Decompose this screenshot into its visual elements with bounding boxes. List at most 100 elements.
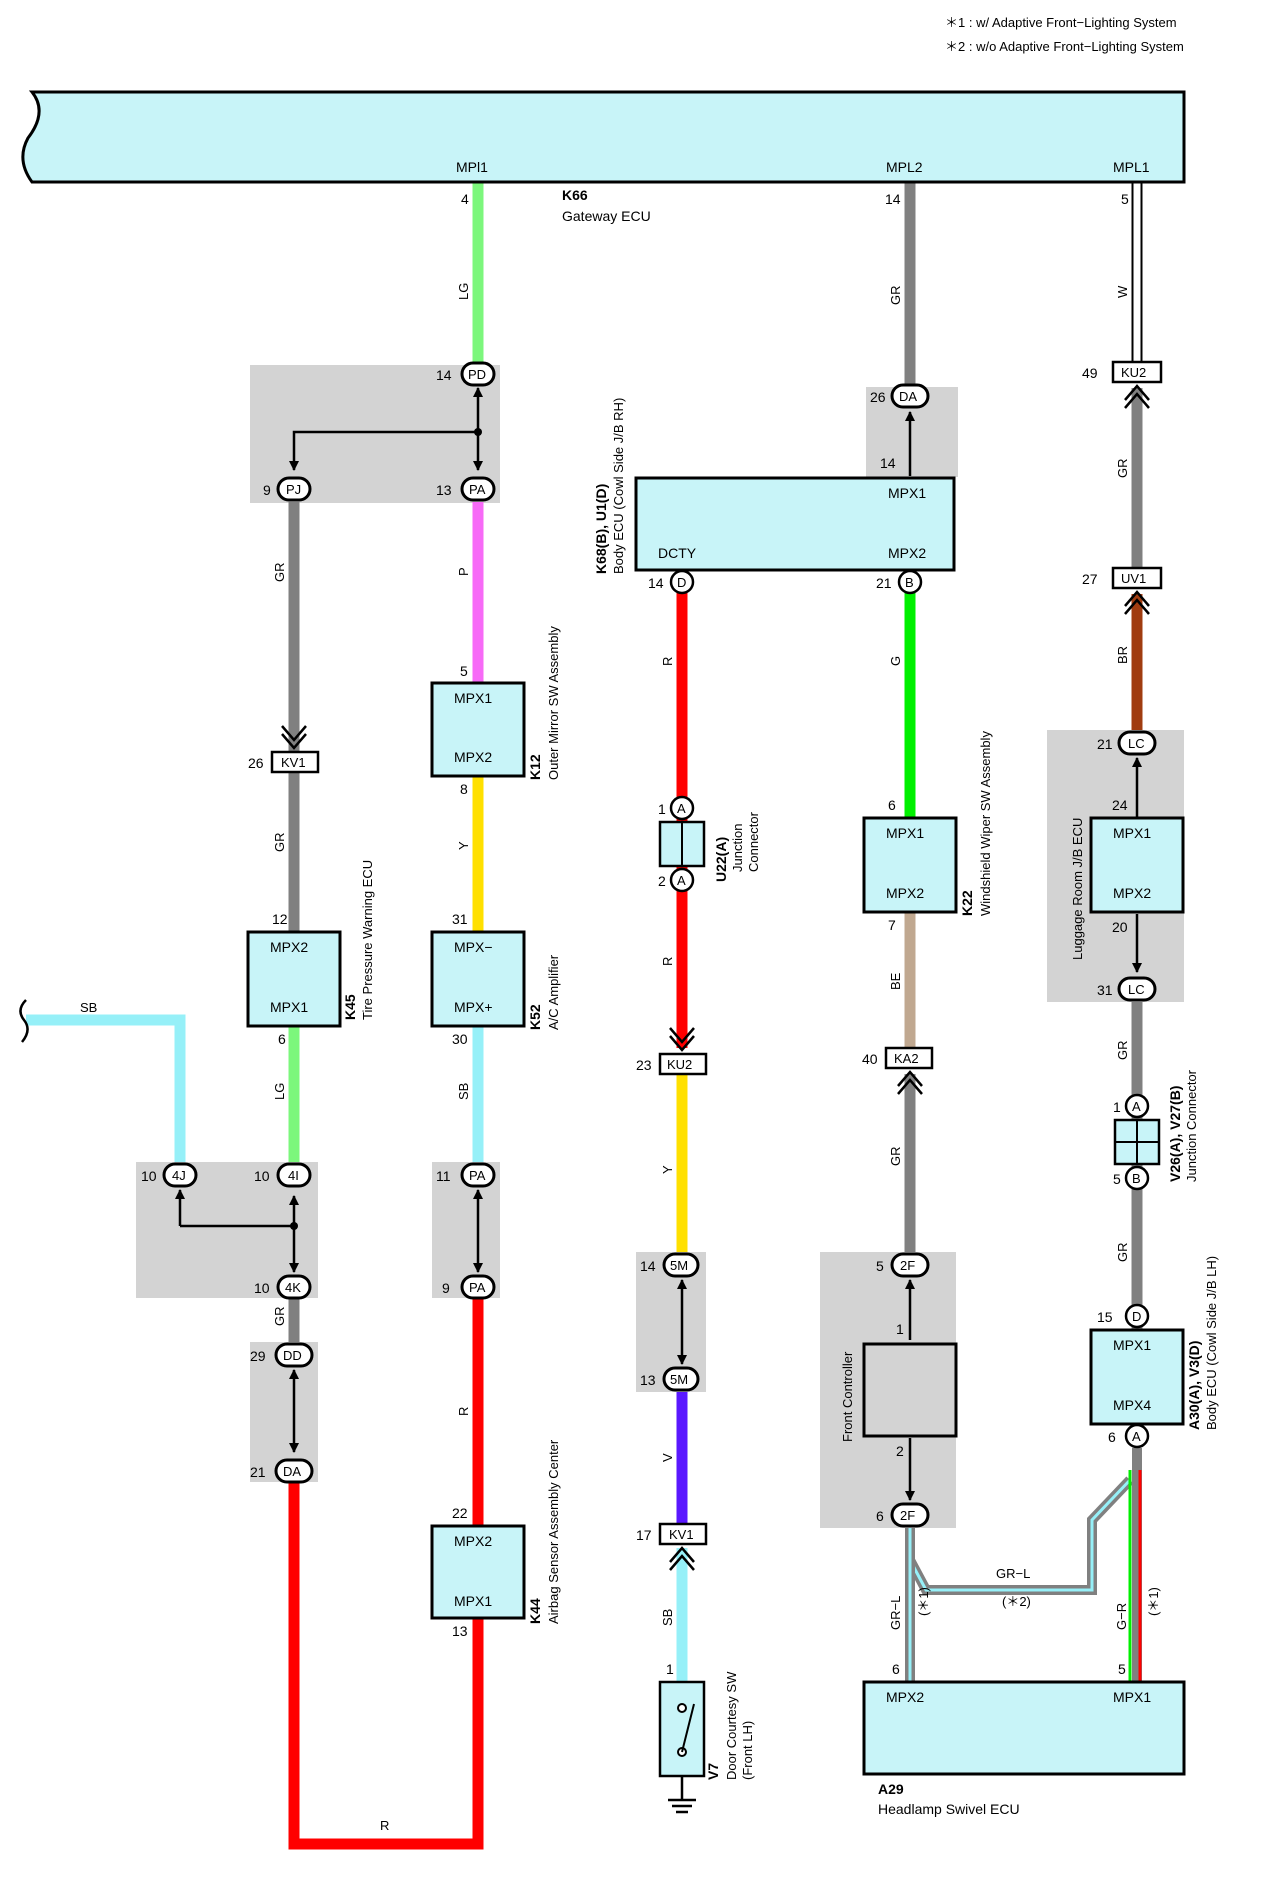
wire-label: LG — [456, 283, 471, 300]
connector-label: DD — [283, 1348, 302, 1363]
connector-4i — [276, 1162, 312, 1188]
k45-name: Tire Pressure Warning ECU — [360, 860, 375, 1020]
body-rh-terminal-mpx1: MPX1 — [888, 485, 926, 501]
connector-label: PA — [469, 1280, 486, 1295]
v7-name-1: Door Courtesy SW — [724, 1671, 739, 1780]
wire-label: SB — [80, 1000, 97, 1015]
connector-5m — [662, 1252, 700, 1278]
wire-label: G — [888, 656, 903, 666]
a29-code: A29 — [878, 1781, 904, 1797]
pin: 17 — [636, 1527, 652, 1543]
pin: 5 — [876, 1258, 884, 1274]
wire-label: GR — [272, 1307, 287, 1327]
pin: 10 — [254, 1280, 270, 1296]
connector-arrow — [897, 1070, 923, 1095]
connector-kv1 — [658, 1522, 708, 1546]
connector-kv1 — [270, 750, 320, 774]
pin: 20 — [1112, 919, 1128, 935]
terminal-label: A — [1132, 1099, 1141, 1114]
connector-label: PA — [469, 482, 486, 497]
k44-name: Airbag Sensor Assembly Center — [546, 1439, 561, 1624]
splice-dot — [290, 1222, 298, 1230]
front-controller-box — [862, 1342, 958, 1438]
v26-code: V26(A), V27(B) — [1167, 1086, 1183, 1182]
pin: 31 — [1097, 982, 1113, 998]
pin: 27 — [1082, 571, 1098, 587]
a29-terminal-b: MPX1 — [1113, 1689, 1151, 1705]
wire-label: V — [660, 1453, 675, 1462]
wire-label: SB — [456, 1083, 471, 1100]
connector-arrow — [281, 725, 307, 750]
terminal-a — [669, 795, 695, 821]
wire-label: GR — [1115, 459, 1130, 479]
v26-name: Junction Connector — [1184, 1069, 1199, 1182]
v7-code: V7 — [705, 1763, 721, 1780]
body-rh-terminal-dcty: DCTY — [658, 545, 697, 561]
pin: 6 — [876, 1508, 884, 1524]
wire-label: (＊1) — [1146, 1587, 1161, 1616]
pin: 14 — [880, 455, 896, 471]
pin: 24 — [1112, 797, 1128, 813]
pin: 5 — [460, 663, 468, 679]
pin: 11 — [436, 1168, 451, 1184]
wire-label: LG — [272, 1083, 287, 1100]
terminal-d — [1124, 1303, 1150, 1329]
connector-arrow — [669, 1546, 695, 1571]
k52-name: A/C Amplifier — [546, 954, 561, 1030]
body-lh-terminal-b: MPX4 — [1113, 1397, 1151, 1413]
gateway-ecu-box — [21, 90, 1186, 184]
pin: 12 — [272, 911, 288, 927]
switch-contact — [677, 1703, 687, 1713]
luggage-ecu-box — [1089, 816, 1185, 914]
connector-label: 2F — [900, 1258, 915, 1273]
wire-label: R — [456, 1407, 471, 1416]
luggage-name: Luggage Room J/B ECU — [1070, 818, 1085, 960]
connector-lc — [1117, 730, 1157, 756]
connector-label: KU2 — [667, 1057, 692, 1072]
pin: 31 — [452, 911, 468, 927]
connector-dd — [274, 1342, 314, 1368]
wire-label: (＊1) — [916, 1587, 931, 1616]
pin: 1 — [658, 801, 666, 817]
pin: 1 — [666, 1661, 674, 1677]
pin: 6 — [1108, 1429, 1116, 1445]
pin: 4 — [461, 191, 469, 207]
pin: 9 — [263, 482, 271, 498]
wire-label: BR — [1115, 646, 1130, 664]
junction-branch — [289, 430, 478, 471]
gateway-terminal-3: MPL1 — [1113, 159, 1150, 175]
pin: 9 — [442, 1280, 450, 1296]
terminal-label: A — [1132, 1429, 1141, 1444]
u22-name-1: Junction — [730, 824, 745, 872]
pin: 1 — [1113, 1099, 1121, 1115]
pin: 14 — [436, 367, 452, 383]
connector-pa — [460, 1274, 496, 1300]
terminal-label: A — [677, 873, 686, 888]
connector-label: PA — [469, 1168, 486, 1183]
connector-2f — [890, 1502, 930, 1528]
k22-name: Windshield Wiper SW Assembly — [978, 731, 993, 916]
body-lh-code: A30(A), V3(D) — [1186, 1341, 1202, 1430]
pin: 15 — [1097, 1309, 1113, 1325]
connector-arrow — [1124, 384, 1150, 409]
k12-terminal-b: MPX2 — [454, 749, 492, 765]
connector-label: UV1 — [1121, 571, 1146, 586]
terminal-a — [669, 867, 695, 893]
wire-break-mark — [19, 999, 29, 1043]
connector-label: DA — [283, 1464, 301, 1479]
connector-label: 5M — [670, 1372, 688, 1387]
pin: 21 — [876, 575, 892, 591]
v7-switch-box — [658, 1680, 706, 1778]
pin: 13 — [436, 482, 452, 498]
connector-uv1 — [1111, 566, 1163, 590]
pin: 14 — [648, 575, 664, 591]
connector-label: KV1 — [669, 1527, 694, 1542]
terminal-label: D — [677, 575, 686, 590]
terminal-d — [669, 569, 695, 595]
k45-terminal-a: MPX2 — [270, 939, 308, 955]
k52-box — [430, 930, 526, 1028]
pin: 13 — [452, 1623, 468, 1639]
k52-terminal-b: MPX+ — [454, 999, 493, 1015]
terminal-label: A — [677, 801, 686, 816]
